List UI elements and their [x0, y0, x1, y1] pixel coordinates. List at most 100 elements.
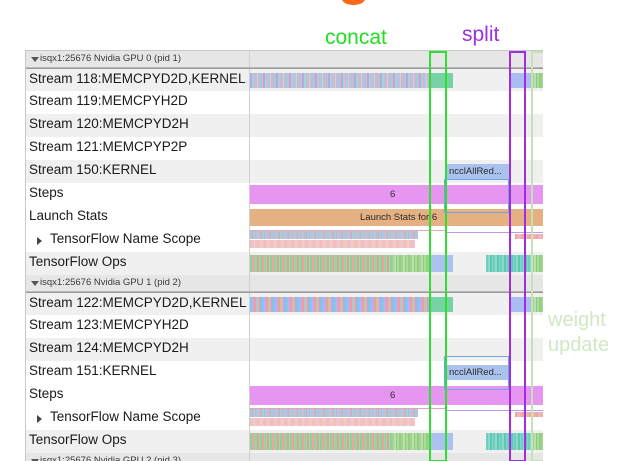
- launch-stats-bar[interactable]: Launch Stats for 6: [250, 209, 543, 226]
- caret-right-icon[interactable]: [37, 415, 42, 423]
- table-row[interactable]: Stream 121:MEMCPYP2P: [26, 137, 543, 160]
- activity-bar[interactable]: [250, 73, 430, 88]
- steps-bar-label: 6: [390, 390, 396, 401]
- row-label: Stream 123:MEMCPYH2D: [29, 317, 189, 332]
- row-label: Stream 120:MEMCPYD2H: [29, 116, 189, 131]
- activity-bar[interactable]: [250, 240, 415, 248]
- activity-bar[interactable]: [515, 234, 543, 239]
- activity-bar[interactable]: [430, 73, 453, 88]
- activity-bar[interactable]: [250, 255, 392, 272]
- row-track[interactable]: [249, 293, 543, 315]
- row-track[interactable]: ncclAllRed...: [249, 160, 543, 183]
- table-row[interactable]: Stream 122:MEMCPYD2D,KERNEL,MI: [26, 292, 543, 315]
- table-row[interactable]: Stream 150:KERNEL ncclAllRed...: [26, 160, 543, 183]
- activity-bar[interactable]: [486, 433, 532, 450]
- row-track[interactable]: [249, 91, 543, 114]
- activity-bar[interactable]: [250, 433, 392, 450]
- table-row[interactable]: TensorFlow Name Scope: [26, 229, 543, 252]
- table-row[interactable]: Launch Stats Launch Stats for 6: [26, 206, 543, 229]
- activity-bar[interactable]: [392, 255, 430, 272]
- table-row[interactable]: Stream 118:MEMCPYD2D,KERNEL,ME: [26, 68, 543, 91]
- annotation-weight-line2: update: [548, 334, 610, 356]
- row-track[interactable]: [249, 407, 543, 430]
- group-header-gpu0[interactable]: isqx1:25676 Nvidia GPU 0 (pid 1): [26, 51, 543, 68]
- caret-down-icon[interactable]: [31, 57, 39, 62]
- row-label: Stream 124:MEMCPYD2H: [29, 340, 189, 355]
- row-track[interactable]: [249, 315, 543, 338]
- activity-bar[interactable]: [510, 297, 532, 312]
- activity-bar[interactable]: [510, 73, 532, 88]
- row-label: Stream 118:MEMCPYD2D,KERNEL,ME: [29, 71, 247, 86]
- activity-bar[interactable]: [392, 433, 430, 450]
- group-header-label: isqx1:25676 Nvidia GPU 0 (pid 1): [40, 53, 181, 64]
- activity-bar[interactable]: [532, 73, 543, 88]
- activity-bar[interactable]: [532, 297, 543, 312]
- table-row[interactable]: Steps 6: [26, 384, 543, 407]
- row-track[interactable]: [249, 69, 543, 91]
- steps-bar[interactable]: 6: [250, 185, 543, 204]
- row-track[interactable]: [249, 430, 543, 453]
- activity-line: [445, 410, 543, 411]
- row-label: Stream 151:KERNEL: [29, 363, 157, 378]
- activity-bar[interactable]: [430, 433, 453, 450]
- table-row[interactable]: Stream 120:MEMCPYD2H: [26, 114, 543, 137]
- group-header-gpu2[interactable]: isqx1:25676 Nvidia GPU 2 (pid 3): [26, 453, 543, 461]
- activity-bar[interactable]: [430, 255, 453, 272]
- orange-marker-icon: [342, 0, 365, 5]
- row-track[interactable]: [249, 252, 543, 275]
- annotation-split: split: [462, 23, 500, 46]
- column-divider: [249, 275, 250, 291]
- trace-panel[interactable]: isqx1:25676 Nvidia GPU 0 (pid 1) Stream …: [25, 50, 543, 461]
- group-header-gpu1[interactable]: isqx1:25676 Nvidia GPU 1 (pid 2): [26, 275, 543, 292]
- caret-right-icon[interactable]: [37, 237, 42, 245]
- row-track[interactable]: 6: [249, 384, 543, 407]
- activity-bar[interactable]: [430, 297, 453, 312]
- activity-bar[interactable]: [250, 297, 430, 312]
- caret-down-icon[interactable]: [31, 281, 39, 286]
- table-row[interactable]: TensorFlow Name Scope: [26, 407, 543, 430]
- row-track[interactable]: Launch Stats for 6: [249, 206, 543, 229]
- row-track[interactable]: ncclAllRed...: [249, 361, 543, 384]
- activity-line: [250, 408, 445, 409]
- table-row[interactable]: TensorFlow Ops: [26, 430, 543, 453]
- activity-bar[interactable]: [515, 412, 543, 417]
- nccl-allreduce-bar[interactable]: ncclAllRed...: [445, 365, 510, 380]
- table-row[interactable]: Stream 119:MEMCPYH2D: [26, 91, 543, 114]
- activity-line: [445, 232, 543, 233]
- table-row[interactable]: Steps 6: [26, 183, 543, 206]
- row-label: Stream 150:KERNEL: [29, 162, 157, 177]
- annotation-weight-update: weight update: [548, 308, 609, 358]
- activity-line: [250, 230, 445, 231]
- row-label: Steps: [29, 386, 64, 401]
- activity-bar[interactable]: [250, 418, 415, 426]
- activity-bar[interactable]: [532, 433, 543, 450]
- caret-down-icon[interactable]: [31, 459, 39, 461]
- row-track[interactable]: [249, 114, 543, 137]
- row-label: Stream 119:MEMCPYH2D: [29, 93, 188, 108]
- nccl-allreduce-bar[interactable]: ncclAllRed...: [445, 164, 510, 179]
- row-track[interactable]: [249, 338, 543, 361]
- nccl-allreduce-bar-label: ncclAllRed...: [449, 367, 502, 378]
- row-label: Stream 122:MEMCPYD2D,KERNEL,MI: [29, 295, 247, 310]
- row-track[interactable]: [249, 229, 543, 252]
- annotation-concat: concat: [325, 26, 387, 49]
- steps-bar-label: 6: [390, 189, 396, 200]
- row-label: TensorFlow Name Scope: [50, 409, 201, 424]
- table-row[interactable]: TensorFlow Ops: [26, 252, 543, 275]
- launch-stats-bar-label: Launch Stats for 6: [360, 212, 438, 223]
- row-track[interactable]: [249, 137, 543, 160]
- row-label: TensorFlow Ops: [29, 254, 127, 269]
- steps-bar[interactable]: 6: [250, 386, 543, 405]
- row-track[interactable]: 6: [249, 183, 543, 206]
- activity-bar[interactable]: [486, 255, 532, 272]
- activity-bar[interactable]: [532, 255, 543, 272]
- activity-bar[interactable]: [250, 230, 418, 239]
- table-row[interactable]: Stream 124:MEMCPYD2H: [26, 338, 543, 361]
- activity-bar[interactable]: [250, 408, 418, 417]
- table-row[interactable]: Stream 151:KERNEL ncclAllRed...: [26, 361, 543, 384]
- group-header-label: isqx1:25676 Nvidia GPU 1 (pid 2): [40, 277, 181, 288]
- group-header-label: isqx1:25676 Nvidia GPU 2 (pid 3): [40, 455, 181, 461]
- nccl-allreduce-bar-label: ncclAllRed...: [449, 166, 502, 177]
- column-divider: [249, 51, 250, 67]
- table-row[interactable]: Stream 123:MEMCPYH2D: [26, 315, 543, 338]
